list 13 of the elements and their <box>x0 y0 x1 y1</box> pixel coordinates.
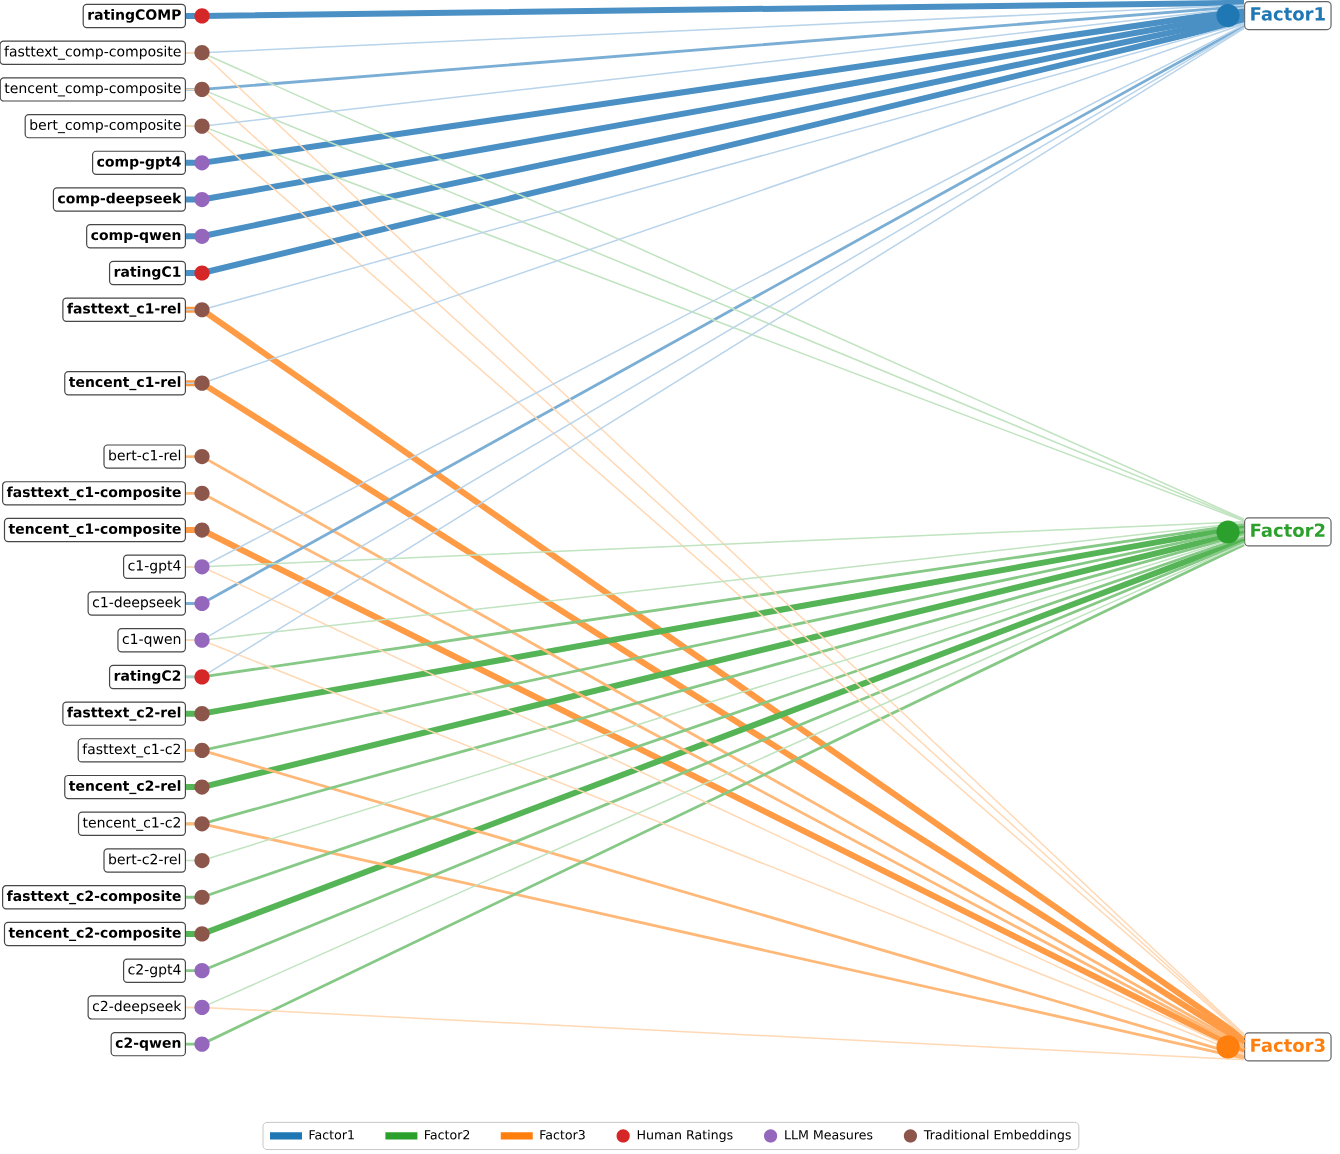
connector-line <box>186 10 1245 203</box>
connector-line <box>185 639 1245 1056</box>
factor-label: Factor1 <box>1244 1 1332 31</box>
factor-label: Factor2 <box>1244 517 1332 547</box>
connector-line <box>186 0 1245 19</box>
connector-line <box>186 822 1245 1060</box>
connector-line <box>186 523 1245 717</box>
connector-line <box>186 749 1245 1058</box>
connector-line <box>185 1006 1245 1061</box>
connector-line <box>186 6 1245 166</box>
connector-line <box>186 4 1245 91</box>
factor-label: Factor3 <box>1244 1032 1332 1062</box>
connector-line <box>185 23 1245 384</box>
